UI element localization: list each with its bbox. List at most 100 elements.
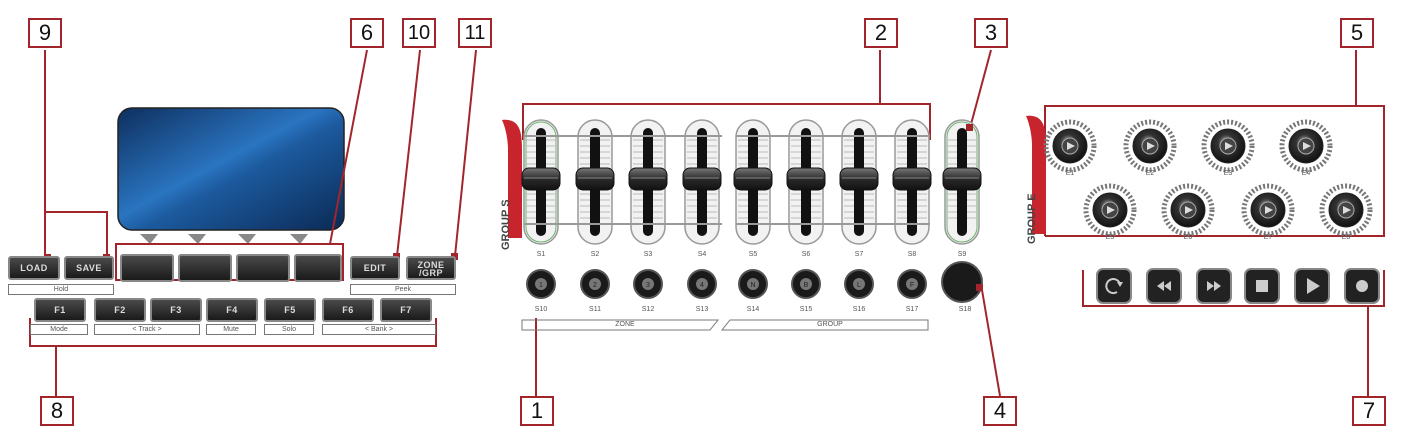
fader-6[interactable] — [786, 119, 826, 245]
fader-4[interactable] — [682, 119, 722, 245]
fader-label-1: S1 — [536, 251, 546, 258]
encoder-label-6: E6 — [1183, 234, 1193, 241]
f1-button[interactable]: F1 — [34, 298, 86, 322]
f7-button[interactable]: F7 — [380, 298, 432, 322]
zone-box — [521, 319, 720, 331]
fader-button-15[interactable]: B — [791, 269, 821, 299]
fader-button-icon-13: 4 — [700, 282, 704, 289]
fader-button-12[interactable]: 3 — [633, 269, 663, 299]
f2-button[interactable]: F2 — [94, 298, 146, 322]
fader-button-label-17: S17 — [905, 306, 919, 313]
fader-5[interactable] — [733, 119, 773, 245]
display-screen — [117, 107, 345, 231]
load-button[interactable]: LOAD — [8, 256, 60, 280]
fader-button-icon-17: F — [910, 282, 914, 289]
fader-button-label-11: S11 — [589, 306, 601, 313]
fader-button-11[interactable]: 2 — [580, 269, 610, 299]
fader-button-14[interactable]: N — [738, 269, 768, 299]
soft-button-1[interactable] — [120, 254, 174, 282]
encoder-6[interactable] — [1161, 183, 1215, 237]
rewind-icon — [1157, 281, 1171, 291]
callout-11: 11 — [458, 18, 492, 48]
mute-label: Mute — [206, 324, 256, 335]
fast-forward-button[interactable] — [1196, 268, 1232, 304]
fader-2[interactable] — [575, 119, 615, 245]
group-label: GROUP — [817, 321, 843, 328]
fader-cap-4 — [682, 167, 722, 191]
fader-button-icon-14: N — [750, 282, 755, 289]
edit-button[interactable]: EDIT — [350, 256, 400, 280]
group-s-tab — [502, 119, 522, 238]
encoder-3[interactable] — [1201, 119, 1255, 173]
rewind-button[interactable] — [1146, 268, 1182, 304]
zone-grp-button[interactable]: ZONE /GRP — [406, 256, 456, 280]
soft-button-4[interactable] — [294, 254, 342, 282]
bank-label: < Bank > — [322, 324, 436, 335]
fader-cap-1 — [521, 167, 561, 191]
f6-button[interactable]: F6 — [322, 298, 374, 322]
fader-button-label-10: S10 — [534, 306, 548, 313]
callout-3-marker — [966, 124, 973, 131]
save-button[interactable]: SAVE — [64, 256, 114, 280]
callout-8: 8 — [40, 396, 74, 426]
fader-8[interactable] — [892, 119, 932, 245]
fader-button-17[interactable]: F — [897, 269, 927, 299]
stop-icon — [1256, 280, 1268, 292]
encoder-label-2: E2 — [1145, 170, 1155, 177]
faders — [521, 119, 982, 245]
encoder-2[interactable] — [1123, 119, 1177, 173]
encoder-1[interactable] — [1043, 119, 1097, 173]
play-icon — [1307, 278, 1320, 294]
callout-7: 7 — [1352, 396, 1386, 426]
play-button[interactable] — [1294, 268, 1330, 304]
stop-button[interactable] — [1244, 268, 1280, 304]
fader-button-label-15: S15 — [799, 306, 813, 313]
callout-9: 9 — [28, 18, 62, 48]
fader-cap-5 — [733, 167, 773, 191]
fader-button-icon-12: 3 — [646, 282, 650, 289]
encoder-label-7: E7 — [1263, 234, 1273, 241]
encoder-label-5: E5 — [1105, 234, 1115, 241]
fader-7[interactable] — [839, 119, 879, 245]
fader-cap-6 — [786, 167, 826, 191]
soft-button-2[interactable] — [178, 254, 232, 282]
f5-button[interactable]: F5 — [264, 298, 316, 322]
group-e-label: GROUP E — [1026, 193, 1038, 244]
fader-button-16[interactable]: L — [844, 269, 874, 299]
callout-3: 3 — [974, 18, 1008, 48]
fast-forward-icon — [1207, 281, 1221, 291]
fader-1[interactable] — [521, 119, 561, 245]
soft-button-3[interactable] — [236, 254, 290, 282]
encoder-8[interactable] — [1319, 183, 1373, 237]
callout-1: 1 — [520, 396, 554, 426]
encoder-label-1: E1 — [1065, 170, 1075, 177]
record-button[interactable] — [1344, 268, 1380, 304]
callout-2: 2 — [864, 18, 898, 48]
fader-label-9: S9 — [957, 251, 967, 258]
fader-3[interactable] — [628, 119, 668, 245]
encoder-4[interactable] — [1279, 119, 1333, 173]
fader-label-7: S7 — [854, 251, 864, 258]
fader-button-13[interactable]: 4 — [687, 269, 717, 299]
zone-grp-label-1: ZONE — [417, 260, 445, 270]
hold-label: Hold — [8, 284, 114, 295]
encoder-5[interactable] — [1083, 183, 1137, 237]
s18-label: S18 — [958, 306, 972, 313]
encoders — [1043, 119, 1373, 237]
fader-label-2: S2 — [590, 251, 600, 258]
f4-button[interactable]: F4 — [206, 298, 258, 322]
s18-button[interactable] — [941, 261, 983, 303]
callout-6: 6 — [350, 18, 384, 48]
fader-cap-9 — [942, 167, 982, 191]
fader-button-10[interactable]: 1 — [526, 269, 556, 299]
loop-button[interactable] — [1096, 268, 1132, 304]
fader-cap-3 — [628, 167, 668, 191]
solo-label: Solo — [264, 324, 314, 335]
f3-button[interactable]: F3 — [150, 298, 202, 322]
fader-9[interactable] — [942, 119, 982, 245]
fader-button-icon-15: B — [804, 282, 809, 289]
encoder-7[interactable] — [1241, 183, 1295, 237]
